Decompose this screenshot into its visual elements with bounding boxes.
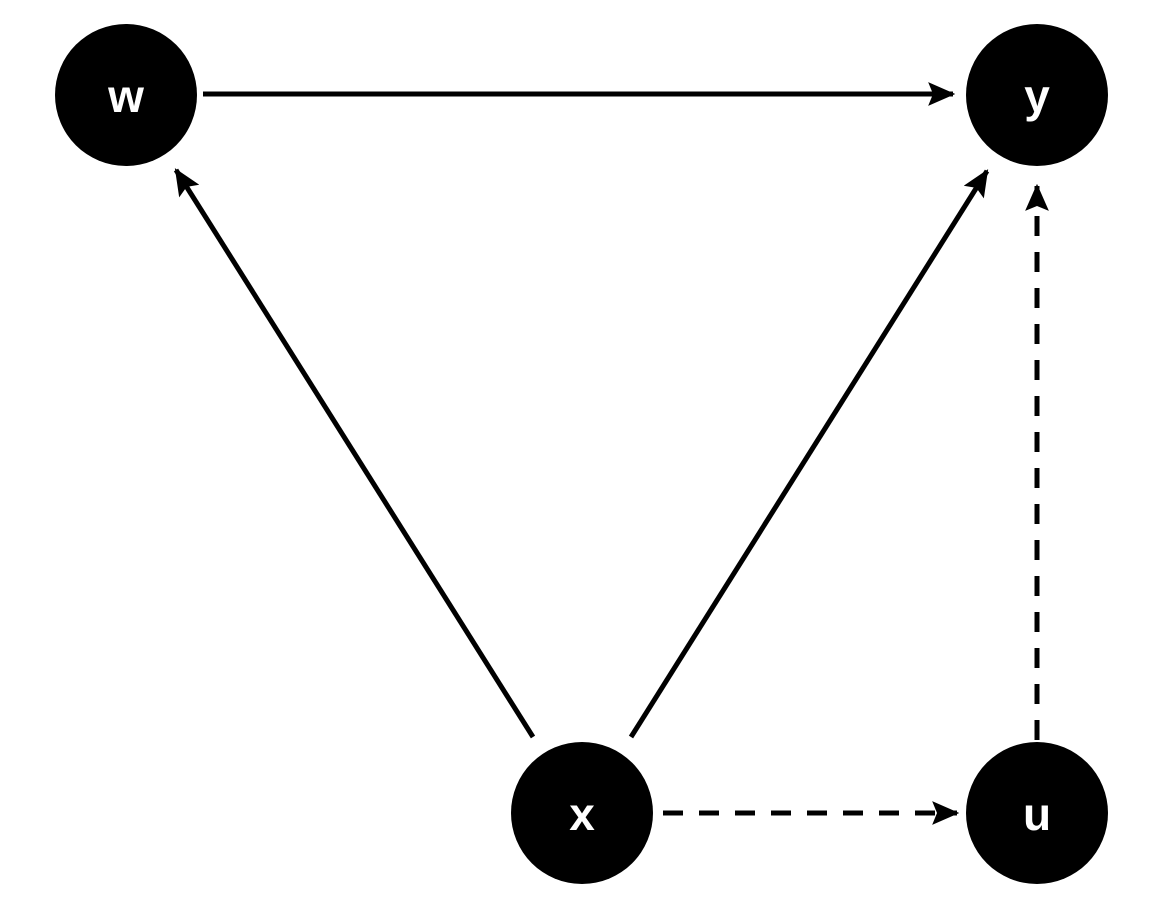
node-circle-w[interactable] — [55, 24, 197, 166]
node-y[interactable]: y — [966, 24, 1108, 166]
edges-layer — [173, 82, 1049, 825]
edge-x-to-w[interactable] — [173, 168, 536, 739]
node-label-u: u — [1023, 788, 1051, 840]
node-circle-y[interactable] — [966, 24, 1108, 166]
nodes-layer: w y x u — [55, 24, 1108, 884]
node-w[interactable]: w — [55, 24, 197, 166]
node-label-x: x — [569, 788, 595, 840]
edge-x-to-y[interactable] — [628, 169, 990, 739]
node-u[interactable]: u — [966, 742, 1108, 884]
node-x[interactable]: x — [511, 742, 653, 884]
node-circle-x[interactable] — [511, 742, 653, 884]
node-label-y: y — [1024, 70, 1050, 122]
node-circle-u[interactable] — [966, 742, 1108, 884]
node-label-w: w — [107, 70, 144, 122]
